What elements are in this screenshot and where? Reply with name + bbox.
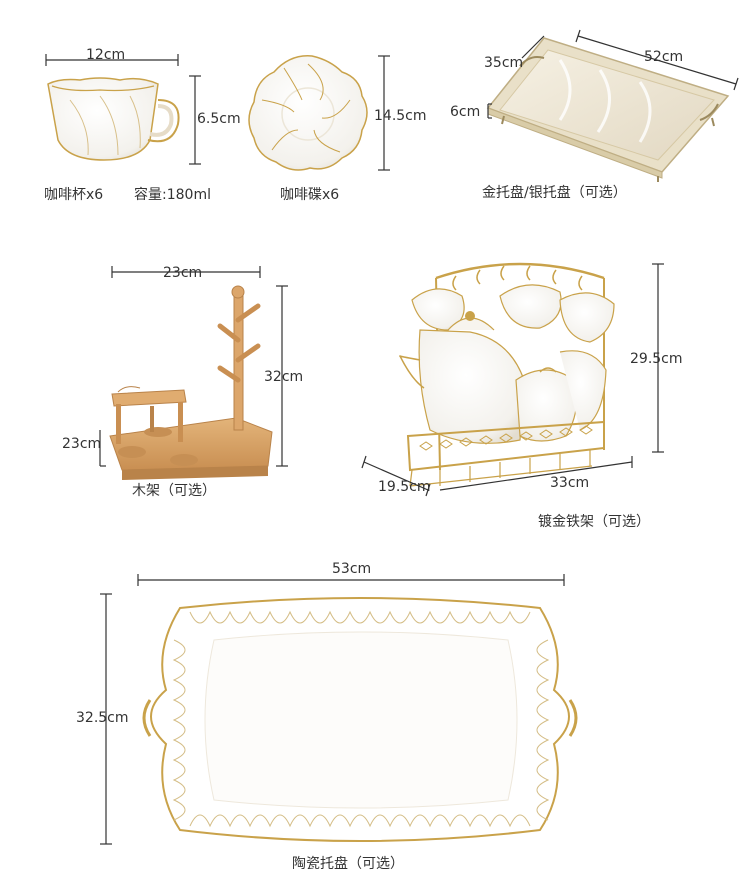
wood-rack-caption: 木架（可选） [132,483,216,499]
metal-tray-height-label: 6cm [450,104,481,120]
saucer-caption: 咖啡碟x6 [280,187,340,203]
cup-capacity-label: 容量:180ml [134,187,211,203]
metal-tray-illustration [486,37,730,182]
iron-rack-dimension-lines [361,263,664,497]
metal-tray-dimension-lines [487,29,739,119]
ceramic-tray-width-label: 32.5cm [76,710,129,726]
iron-rack-illustration [399,262,615,487]
wooden-rack-dimension-lines [99,266,288,467]
wood-rack-width-label: 23cm [163,265,203,281]
iron-rack-width-label: 33cm [550,475,590,491]
metal-tray-caption: 金托盘/银托盘（可选） [482,185,627,201]
wooden-rack-illustration [109,285,273,480]
metal-tray-depth-label: 35cm [484,55,524,71]
wood-rack-depth-label: 23cm [62,436,102,452]
wood-rack-height-label: 32cm [264,369,304,385]
cup-width-label: 12cm [86,47,126,63]
iron-rack-caption: 镀金铁架（可选） [538,514,650,530]
cup-height-label: 6.5cm [197,111,241,127]
ceramic-tray-illustration [142,597,578,842]
saucer-diameter-label: 14.5cm [374,108,427,124]
iron-rack-depth-label: 19.5cm [378,479,431,495]
ceramic-tray-length-label: 53cm [332,561,372,577]
coffee-cup-illustration [47,77,180,161]
cup-dimension-lines [45,54,201,165]
metal-tray-length-label: 52cm [644,49,684,65]
iron-rack-height-label: 29.5cm [630,351,683,367]
ceramic-tray-dimension-lines [100,574,565,845]
ceramic-tray-caption: 陶瓷托盘（可选） [292,856,404,872]
saucer-dimension-lines [378,55,390,171]
cup-caption: 咖啡杯x6 [44,187,104,203]
saucer-illustration [248,55,368,171]
